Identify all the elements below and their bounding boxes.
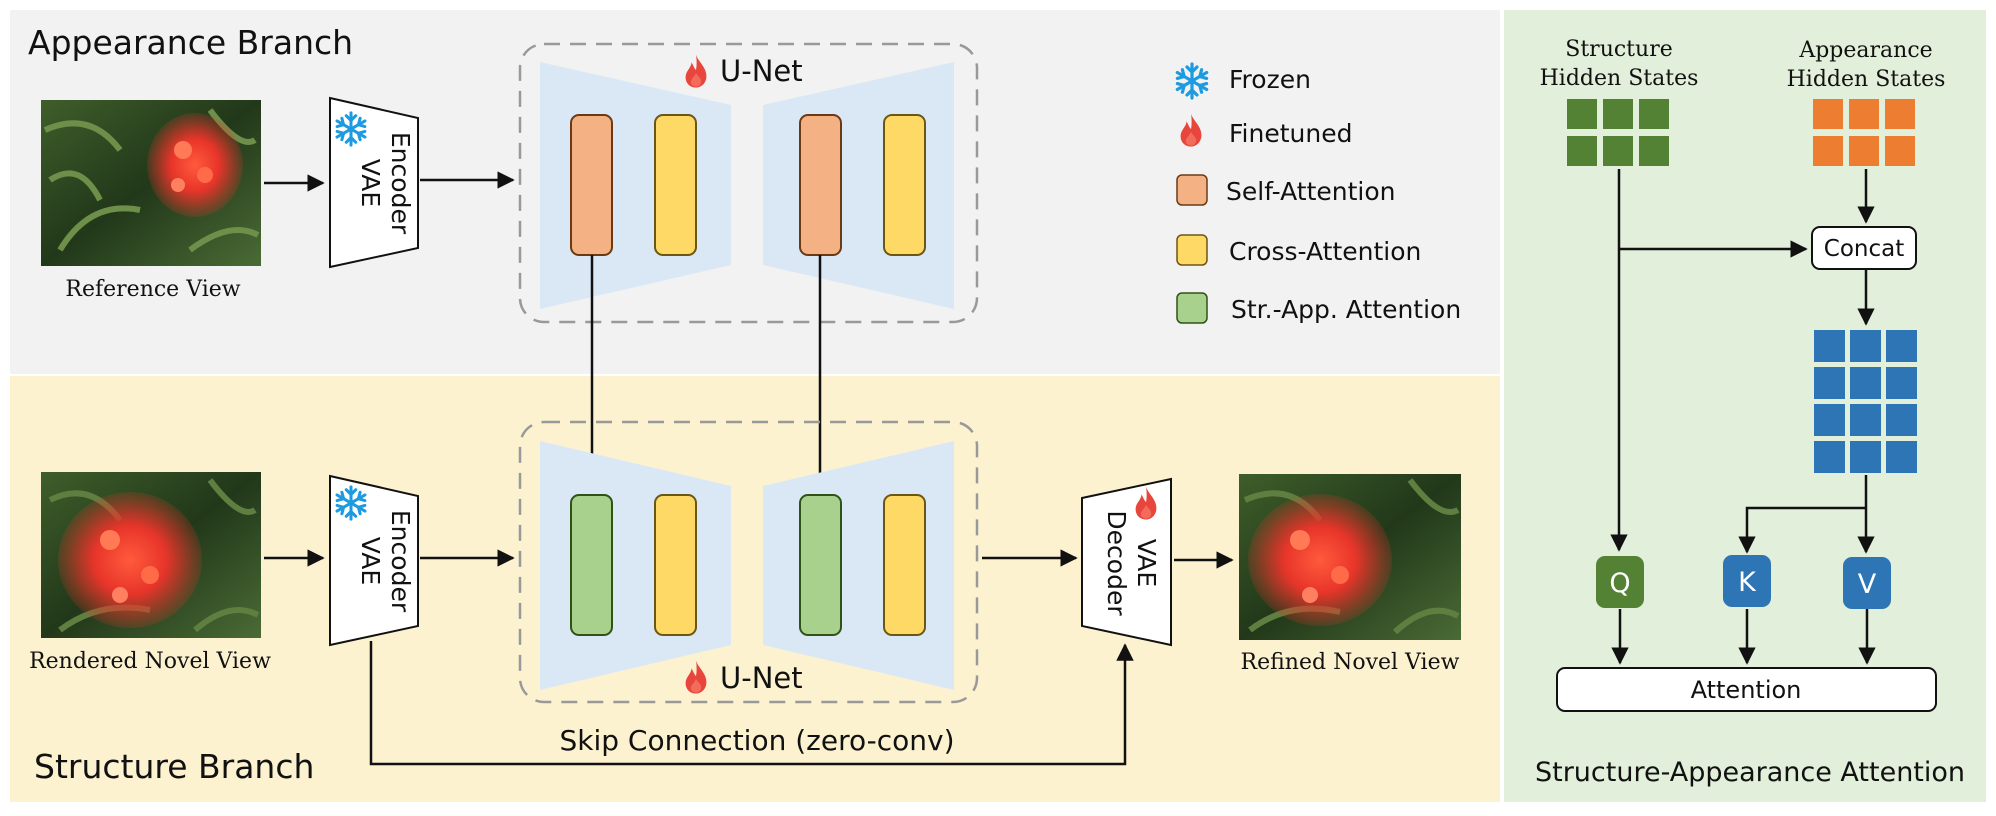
skip-connection-arrow xyxy=(369,641,1134,766)
rendered-novel-view-caption: Rendered Novel View xyxy=(29,649,271,674)
cross-attention-block xyxy=(883,114,926,256)
encoder-label-line1: VAE xyxy=(356,159,385,207)
decoder-label-line1: VAE xyxy=(1132,539,1161,587)
attention-panel-title: Structure-Appearance Attention xyxy=(1535,757,1965,788)
legend-cross-attention-swatch xyxy=(1176,234,1208,266)
k-label: K xyxy=(1738,567,1757,598)
encoder-label-line1: VAE xyxy=(356,537,385,585)
decoder-label-line2: Decoder xyxy=(1102,510,1131,616)
legend-str-app-attention-swatch xyxy=(1176,292,1208,324)
concatenated-states-grid xyxy=(1814,330,1917,473)
unet-label: U-Net xyxy=(720,661,803,695)
refined-novel-view-caption: Refined Novel View xyxy=(1241,650,1460,675)
refined-novel-view-image xyxy=(1239,474,1461,640)
str-app-attention-block xyxy=(799,494,842,636)
legend-cross-attention: Cross-Attention xyxy=(1229,237,1421,266)
reference-view-image xyxy=(41,100,261,266)
cross-attention-block xyxy=(654,114,697,256)
legend-frozen: Frozen xyxy=(1229,65,1311,94)
legend-self-attention-swatch xyxy=(1176,174,1208,206)
legend-str-app-attention: Str.-App. Attention xyxy=(1231,295,1461,324)
appearance-branch-title: Appearance Branch xyxy=(28,23,353,62)
skip-connection-label: Skip Connection (zero-conv) xyxy=(559,724,954,757)
rendered-novel-view-image xyxy=(41,472,261,638)
encoder-label-line2: Encoder xyxy=(386,510,415,613)
reference-view-caption: Reference View xyxy=(65,277,240,302)
vae-decoder: VAE Decoder xyxy=(1081,477,1172,647)
grid-to-k-line xyxy=(1738,506,1866,554)
legend: Frozen Finetuned Self-Attention Cross-At… xyxy=(1175,62,1461,324)
structure-hidden-states-label-line2: Hidden States xyxy=(1540,66,1699,91)
k-box xyxy=(1723,555,1771,607)
unet-label: U-Net xyxy=(720,54,803,88)
appearance-hidden-states-grid xyxy=(1813,99,1915,166)
structure-hidden-states-grid xyxy=(1567,99,1669,166)
cross-attention-block xyxy=(654,494,697,636)
self-attention-block xyxy=(799,114,842,256)
attention-label: Attention xyxy=(1691,676,1802,704)
cross-attention-block xyxy=(883,494,926,636)
legend-finetuned: Finetuned xyxy=(1229,119,1352,148)
q-label: Q xyxy=(1609,568,1630,599)
legend-self-attention: Self-Attention xyxy=(1226,177,1395,206)
encoder-label-line2: Encoder xyxy=(386,132,415,235)
attention-box xyxy=(1556,667,1937,712)
concat-label: Concat xyxy=(1824,236,1904,262)
appearance-vae-encoder: VAE Encoder xyxy=(329,96,419,269)
appearance-hidden-states-label-line1: Appearance xyxy=(1798,38,1932,63)
appearance-unet: U-Net xyxy=(518,42,979,324)
str-app-attention-block xyxy=(570,494,613,636)
v-box xyxy=(1843,557,1891,609)
q-box xyxy=(1596,556,1644,608)
concat-box xyxy=(1811,226,1917,270)
structure-branch-title: Structure Branch xyxy=(34,747,314,786)
v-label: V xyxy=(1858,569,1877,600)
self-attention-block xyxy=(570,114,613,256)
appearance-hidden-states-label-line2: Hidden States xyxy=(1787,67,1946,92)
structure-vae-encoder: VAE Encoder xyxy=(329,474,419,647)
structure-unet: U-Net xyxy=(518,420,979,704)
structure-hidden-states-label-line1: Structure xyxy=(1565,37,1672,62)
